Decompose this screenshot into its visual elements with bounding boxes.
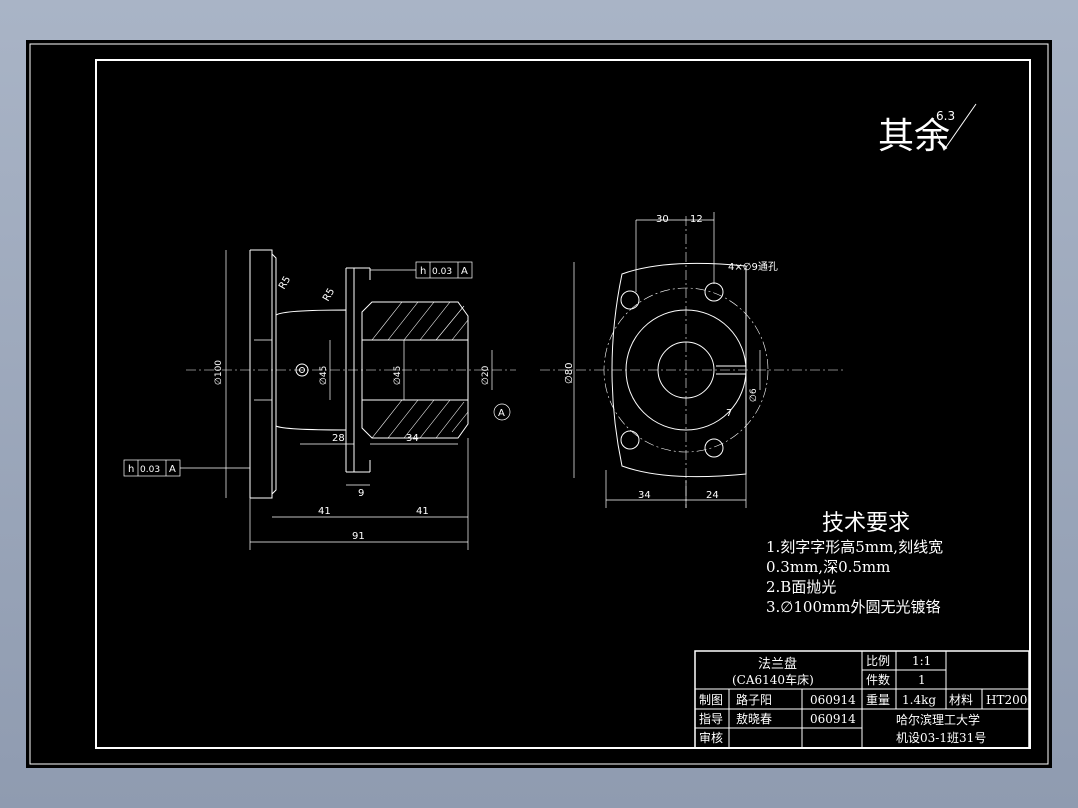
bolt-circle	[603, 287, 769, 453]
tolerance-frame-left: h 0.03 A	[123, 459, 250, 477]
review-label: 审核	[699, 730, 723, 745]
dim-r15: R5	[277, 274, 293, 291]
bolt-hole-3	[620, 430, 640, 450]
tech-line-3: 2.B面抛光	[766, 578, 836, 596]
dim-top30: 30	[656, 214, 669, 225]
flange-outline	[611, 262, 747, 478]
material-label: 材料	[949, 693, 973, 707]
svg-text:A: A	[461, 266, 468, 277]
dim-d20: ∅20	[481, 365, 491, 385]
inner-frame	[95, 59, 1031, 749]
dim-d45a: ∅45	[319, 366, 329, 385]
guide-name: 敖晓春	[736, 711, 772, 726]
svg-text:h: h	[420, 266, 426, 277]
qty-label: 件数	[866, 672, 890, 687]
drawn-name: 路子阳	[736, 692, 772, 707]
dim-len34: 34	[406, 433, 419, 444]
drawn-date: 060914	[810, 693, 856, 707]
dim-len41b: 41	[416, 506, 429, 517]
cad-drawing: 其余 6.3	[29, 43, 1049, 765]
svg-text:A: A	[498, 408, 505, 419]
svg-text:0.03: 0.03	[432, 267, 452, 277]
dim-d45b: ∅45	[393, 366, 403, 385]
school-name: 哈尔滨理工大学	[896, 712, 980, 727]
guide-date: 060914	[810, 712, 856, 726]
tech-line-4: 3.∅100mm外圆无光镀铬	[766, 598, 940, 616]
dim-bottom24: 24	[706, 490, 719, 501]
part-name: 法兰盘	[758, 656, 797, 672]
dim-d80: ∅80	[564, 363, 575, 384]
dim-len28: 28	[332, 433, 345, 444]
part-subtitle: (CA6140车床)	[732, 672, 814, 687]
guide-label: 指导	[699, 711, 723, 726]
qty-value: 1	[918, 673, 926, 687]
svg-text:h: h	[128, 464, 134, 475]
surface-finish-note: 其余 6.3	[878, 103, 977, 157]
side-section-view: ∅100 ∅45 ∅45 ∅20 28 34 9 41 41 91 R5 R5 …	[123, 249, 516, 550]
bore-circle	[657, 341, 715, 399]
datum-a: A	[493, 403, 511, 421]
bolt-hole-1	[620, 290, 640, 310]
hole-note: 4×∅9通孔	[728, 261, 778, 273]
front-view: 30 12 4×∅9通孔 ∅80 ∅6 7 34 24	[540, 212, 846, 508]
tech-title: 技术要求	[822, 511, 910, 536]
dim-len9: 9	[358, 488, 364, 499]
tech-line-2: 0.3mm,深0.5mm	[766, 558, 890, 576]
dim-d100: ∅100	[214, 360, 224, 385]
dim-r5: R5	[321, 286, 337, 303]
dim-top12: 12	[690, 214, 703, 225]
drawn-label: 制图	[699, 693, 723, 707]
surface-roughness-value: 6.3	[936, 109, 955, 123]
dim-bottom34: 34	[638, 490, 651, 501]
weight-label: 重量	[866, 693, 890, 707]
outer-frame	[29, 43, 1049, 765]
material-value: HT200	[986, 693, 1027, 707]
svg-text:A: A	[169, 464, 176, 475]
bolt-hole-2	[704, 282, 724, 302]
dim-len41a: 41	[318, 506, 331, 517]
outer-circle	[625, 309, 747, 431]
hub-section-top	[361, 301, 469, 341]
scale-value: 1:1	[912, 654, 931, 668]
drawing-viewport[interactable]: 其余 6.3	[26, 40, 1052, 768]
weight-value: 1.4kg	[902, 693, 936, 707]
tech-requirements: 技术要求 1.刻字字形高5mm,刻线宽 0.3mm,深0.5mm 2.B面抛光 …	[766, 511, 943, 616]
dim-d6: ∅6	[749, 388, 759, 402]
svg-text:0.03: 0.03	[140, 465, 160, 475]
scale-label: 比例	[866, 654, 890, 668]
bolt-hole-4	[704, 438, 724, 458]
tech-line-1: 1.刻字字形高5mm,刻线宽	[766, 538, 943, 556]
tolerance-frame-top: h 0.03 A	[370, 261, 473, 279]
class-info: 机设03-1班31号	[896, 731, 986, 745]
dim-len91: 91	[352, 531, 365, 542]
dim-len7: 7	[726, 408, 732, 419]
roughness-symbol	[935, 103, 977, 152]
title-block: 法兰盘 (CA6140车床) 比例 1:1 件数 1 制图 路子阳 060914…	[694, 650, 1030, 749]
